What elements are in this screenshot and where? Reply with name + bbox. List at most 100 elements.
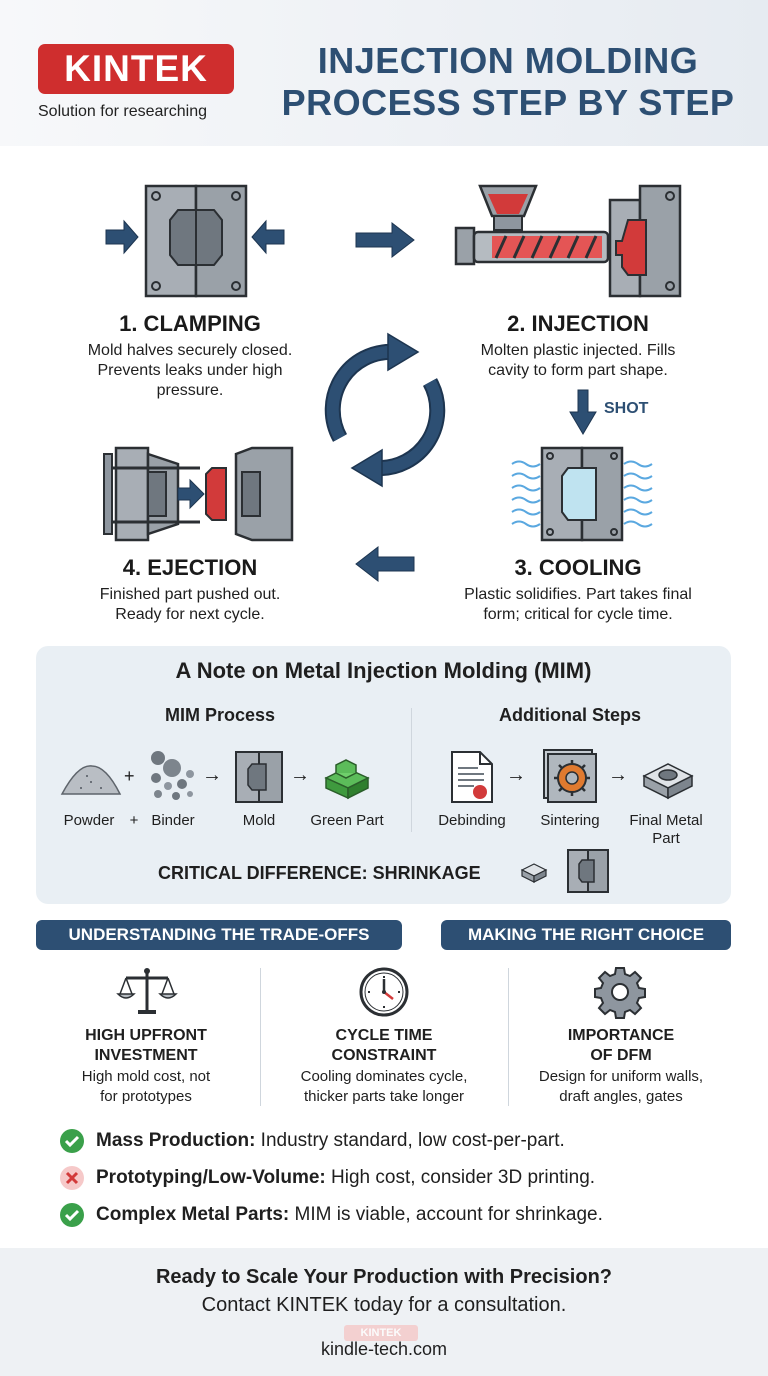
clamping-illustration: [105, 184, 285, 298]
tradeoff-investment-desc-line2: for prototypes: [100, 1088, 192, 1105]
mim-title: A Note on Metal Injection Molding (MIM): [175, 658, 592, 683]
cross-icon: [60, 1166, 84, 1190]
ejection-illustration: [103, 446, 294, 542]
mim-label-final-line1: Final Metal: [629, 812, 703, 829]
tradeoff-investment-title: HIGH UPFRONT INVESTMENT: [36, 1026, 256, 1066]
mold-icon: [235, 751, 283, 803]
critical-difference-label: CRITICAL DIFFERENCE: SHRINKAGE: [158, 863, 481, 883]
powder-icon: [60, 765, 122, 795]
tradeoff-dfm-title: IMPORTANCE OF DFM: [510, 1026, 732, 1066]
binder-icon: [151, 751, 194, 800]
step-injection-desc-line1: Molten plastic injected. Fills: [480, 342, 676, 359]
tradeoff-investment-title-line1: HIGH UPFRONT: [85, 1027, 207, 1044]
tradeoff-cycle-desc-line2: thicker parts take longer: [303, 1088, 465, 1105]
gear-icon: [594, 967, 646, 1019]
page-title: INJECTION MOLDING PROCESS STEP BY STEP: [268, 40, 748, 124]
mim-process-title: MIM Process: [164, 705, 276, 725]
step-clamping-desc-line1: Mold halves securely closed.: [87, 342, 293, 359]
mim-label-debinding: Debinding: [438, 812, 506, 829]
choice-mass-production: Mass Production: Industry standard, low …: [96, 1128, 565, 1154]
tradeoff-cycle-desc: Cooling dominates cycle, thicker parts t…: [266, 1067, 502, 1107]
cycle-arrows-icon: [324, 332, 446, 488]
tradeoff-divider: [508, 968, 509, 1106]
logo-tagline: Solution for researching: [38, 103, 207, 120]
mim-label-sintering: Sintering: [540, 812, 600, 829]
kintek-logo[interactable]: KINTEK: [38, 44, 234, 94]
cooling-illustration: [511, 446, 653, 542]
step-clamping-desc-line3: pressure.: [156, 382, 224, 399]
flow-arrow: →: [290, 764, 310, 786]
tradeoff-investment-desc-line1: High mold cost, not: [81, 1068, 211, 1085]
flow-arrow: →: [506, 764, 526, 786]
tradeoff-investment-title-line2: INVESTMENT: [94, 1047, 198, 1064]
plus-sign: +: [124, 766, 135, 786]
choice-complex-metal: Complex Metal Parts: MIM is viable, acco…: [96, 1202, 603, 1228]
mim-label-powder: Powder: [63, 812, 115, 829]
sintering-icon: [543, 749, 597, 803]
tradeoff-investment-desc: High mold cost, not for prototypes: [36, 1067, 256, 1107]
page-title-line1: INJECTION MOLDING: [317, 40, 699, 81]
page-title-line2: PROCESS STEP BY STEP: [281, 82, 735, 123]
footer-cta-heading: Ready to Scale Your Production with Prec…: [155, 1266, 612, 1288]
shrinkage-mold-icon: [567, 849, 609, 893]
step-clamping-desc-line2: Prevents leaks under high: [97, 362, 283, 379]
footer-cta-text: Contact KINTEK today for a consultation.: [201, 1294, 567, 1316]
tradeoffs-heading: UNDERSTANDING THE TRADE-OFFS: [36, 920, 402, 950]
right-choice-heading: MAKING THE RIGHT CHOICE: [441, 920, 731, 950]
step-cooling-desc-line2: form; critical for cycle time.: [483, 606, 673, 623]
step-cooling-desc-line1: Plastic solidifies. Part takes final: [464, 586, 692, 603]
tradeoff-cycle-desc-line1: Cooling dominates cycle,: [300, 1068, 468, 1085]
footer-watermark-logo: KINTEK: [344, 1325, 418, 1341]
tradeoff-divider: [260, 968, 261, 1106]
clock-icon: [359, 967, 409, 1017]
choice-text: MIM is viable, account for shrinkage.: [289, 1204, 603, 1225]
footer-url-link[interactable]: kindle-tech.com: [320, 1339, 448, 1359]
flow-arrow: →: [202, 764, 222, 786]
step-clamping-desc: Mold halves securely closed. Prevents le…: [40, 341, 340, 401]
flow-arrow-right: [355, 221, 415, 259]
mim-label-green-part: Green Part: [310, 812, 384, 829]
choice-label: Prototyping/Low-Volume:: [96, 1167, 326, 1188]
mim-additional-title: Additional Steps: [498, 705, 641, 725]
tradeoff-dfm-desc: Design for uniform walls, draft angles, …: [510, 1067, 732, 1107]
check-icon: [60, 1203, 84, 1227]
choice-prototyping: Prototyping/Low-Volume: High cost, consi…: [96, 1165, 595, 1191]
mim-label-final-line2: Part: [652, 830, 680, 847]
step-ejection-title: 4. EJECTION: [122, 555, 258, 580]
mim-label-binder: Binder: [151, 812, 195, 829]
choice-text: Industry standard, low cost-per-part.: [255, 1130, 565, 1151]
step-clamping-title: 1. CLAMPING: [119, 311, 261, 336]
mim-label-plus: +: [129, 812, 139, 829]
tradeoff-cycle-title: CYCLE TIME CONSTRAINT: [266, 1026, 502, 1066]
choice-label: Complex Metal Parts:: [96, 1204, 290, 1225]
step-injection-desc: Molten plastic injected. Fills cavity to…: [428, 341, 728, 381]
check-icon: [60, 1129, 84, 1153]
mim-divider: [411, 708, 412, 832]
flow-arrow: →: [608, 764, 628, 786]
choice-text: High cost, consider 3D printing.: [325, 1167, 596, 1188]
mim-label-mold: Mold: [242, 812, 276, 829]
step-ejection-desc-line2: Ready for next cycle.: [115, 606, 265, 623]
step-cooling-title: 3. COOLING: [514, 555, 642, 580]
injection-illustration: [454, 184, 682, 298]
tradeoff-dfm-desc-line1: Design for uniform walls,: [538, 1068, 704, 1085]
shot-label: SHOT: [604, 400, 649, 417]
debinding-icon: [451, 751, 493, 803]
step-cooling-desc: Plastic solidifies. Part takes final for…: [428, 585, 728, 625]
final-metal-part-icon: [642, 763, 694, 800]
shot-arrow-down: [569, 389, 597, 435]
tradeoff-dfm-desc-line2: draft angles, gates: [559, 1088, 683, 1105]
green-part-icon: [324, 759, 370, 800]
mim-panel: [36, 646, 731, 904]
tradeoff-dfm-title-line2: OF DFM: [590, 1047, 652, 1064]
tradeoff-dfm-title-line1: IMPORTANCE: [567, 1027, 675, 1044]
scale-icon: [116, 968, 178, 1014]
tradeoff-cycle-title-line2: CONSTRAINT: [331, 1047, 437, 1064]
tradeoff-cycle-title-line1: CYCLE TIME: [335, 1027, 433, 1044]
mim-label-final-metal-part: Final Metal Part: [616, 812, 716, 848]
shrinkage-part-icon: [520, 863, 548, 883]
step-ejection-desc: Finished part pushed out. Ready for next…: [40, 585, 340, 625]
step-injection-desc-line2: cavity to form part shape.: [488, 362, 668, 379]
flow-arrow-left: [355, 545, 415, 583]
footer-band: [0, 1248, 768, 1376]
